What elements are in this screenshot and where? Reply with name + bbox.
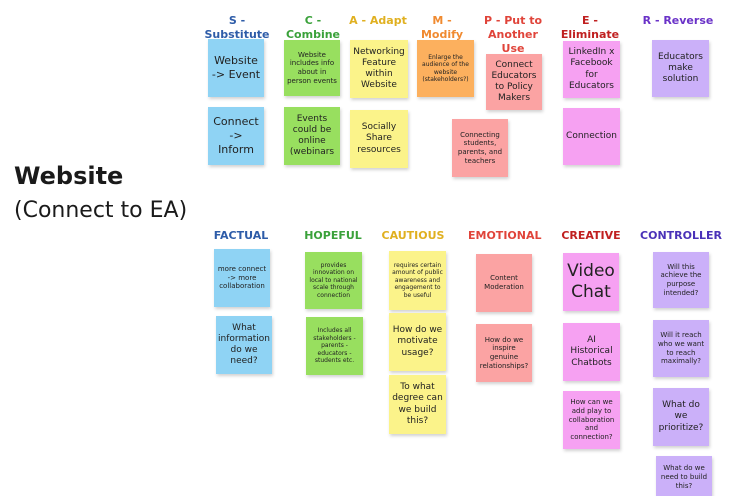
sticky-note[interactable]: requires certain amount of public awaren… <box>389 251 446 310</box>
header-hopeful: HOPEFUL <box>304 229 362 242</box>
sticky-note[interactable]: Enlarge the audience of the website (sta… <box>417 40 474 97</box>
header-reverse: R - Reverse <box>642 14 714 27</box>
sticky-note[interactable]: Content Moderation <box>476 254 532 312</box>
sticky-note[interactable]: How do we inspire genuine relationships? <box>476 324 532 382</box>
header-substitute: S - Substitute <box>204 14 270 41</box>
sticky-note[interactable]: What do we prioritize? <box>653 388 709 446</box>
sticky-note[interactable]: more connect -> more collaboration <box>214 249 270 307</box>
board-title: Website <box>14 162 124 190</box>
header-cautious: CAUTIOUS <box>381 229 445 242</box>
sticky-note[interactable]: Connect -> Inform <box>208 107 264 165</box>
sticky-note[interactable]: Website includes info about in person ev… <box>284 40 340 96</box>
sticky-note[interactable]: Will this achieve the purpose intended? <box>653 252 709 308</box>
header-put-to-another-use: P - Put to Another Use <box>483 14 543 55</box>
sticky-note[interactable]: Networking Feature within Website <box>350 40 408 98</box>
sticky-note[interactable]: Socially Share resources <box>350 110 408 168</box>
sticky-note[interactable]: What do we need to build this? <box>656 456 712 496</box>
header-adapt: A - Adapt <box>349 14 407 27</box>
sticky-note[interactable]: LinkedIn x Facebook for Educators <box>563 41 620 98</box>
header-emotional: EMOTIONAL <box>468 229 542 242</box>
sticky-note[interactable]: Video Chat <box>563 253 619 311</box>
board-subtitle: (Connect to EA) <box>14 198 188 223</box>
sticky-note[interactable]: Connect Educators to Policy Makers <box>486 54 542 110</box>
header-controller: CONTROLLER <box>640 229 722 242</box>
sticky-note[interactable]: Educators make solution <box>652 40 709 97</box>
header-factual: FACTUAL <box>213 229 269 242</box>
sticky-note[interactable]: Events could be online (webinars <box>284 107 340 165</box>
sticky-note[interactable]: To what degree can we build this? <box>389 375 446 434</box>
sticky-note[interactable]: provides innovation on local to national… <box>305 252 362 309</box>
sticky-note[interactable]: AI Historical Chatbots <box>563 323 620 381</box>
sticky-note[interactable]: How do we motivate usage? <box>389 313 446 371</box>
sticky-note[interactable]: Website -> Event <box>208 39 264 97</box>
header-eliminate: E - Eliminate <box>560 14 620 41</box>
sticky-note[interactable]: Connection <box>563 108 620 165</box>
sticky-note[interactable]: What information do we need? <box>216 316 272 374</box>
header-creative: CREATIVE <box>561 229 621 242</box>
sticky-note[interactable]: Includes all stakeholders - parents - ed… <box>306 317 363 375</box>
header-combine: C - Combine <box>285 14 341 41</box>
sticky-note[interactable]: Connecting students, parents, and teache… <box>452 119 508 177</box>
sticky-note[interactable]: How can we add play to collaboration and… <box>563 391 620 449</box>
sticky-note[interactable]: Will it reach who we want to reach maxim… <box>653 320 709 377</box>
header-modify: M - Modify <box>420 14 464 41</box>
